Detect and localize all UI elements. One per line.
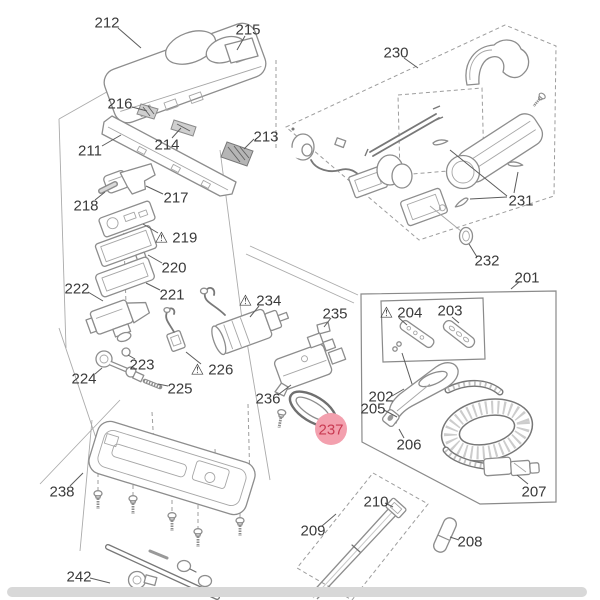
part-220-frame <box>94 225 158 267</box>
part-213-filter-pad <box>220 141 254 167</box>
part-label-212[interactable]: 212 <box>94 14 119 31</box>
part-label-224[interactable]: 224 <box>71 370 96 387</box>
part-202-handle <box>381 362 459 428</box>
part-232-ring <box>458 226 474 246</box>
part-218-pin <box>98 181 118 194</box>
part-label-209[interactable]: 209 <box>300 522 325 539</box>
part-label-230[interactable]: 230 <box>383 44 408 61</box>
part-label-236[interactable]: 236 <box>255 390 280 407</box>
part-label-242[interactable]: 242 <box>66 568 91 585</box>
part-label-207[interactable]: 207 <box>521 483 546 500</box>
part-235-clip <box>316 321 331 335</box>
part-label-237[interactable]: 237 <box>318 421 343 438</box>
part-label-220[interactable]: 220 <box>161 259 186 276</box>
part-label-215[interactable]: 215 <box>235 21 260 38</box>
part-236-gearbox <box>273 332 347 397</box>
part-238-base <box>88 420 256 549</box>
part-224-roller <box>95 350 145 383</box>
part-labels: 212 215 230 216 211 214 213 217 218 ⚠ 219 220 221 22… <box>49 14 546 585</box>
part-label-218[interactable]: 218 <box>73 197 98 214</box>
part-206-endcap <box>381 409 400 428</box>
part-label-217[interactable]: 217 <box>163 189 188 206</box>
part-207-connector <box>483 456 540 477</box>
part-label-210[interactable]: 210 <box>363 493 388 510</box>
part-222-bracket <box>85 299 151 343</box>
part-214-strip <box>170 119 197 137</box>
horizontal-scrollbar[interactable] <box>7 587 587 597</box>
part-label-231[interactable]: 231 <box>508 192 533 209</box>
part-211-bumper-rail <box>101 115 237 197</box>
part-226-connector <box>163 306 186 352</box>
part-label-214[interactable]: 214 <box>154 136 179 153</box>
part-242-brush-end <box>127 570 158 590</box>
part-label-221[interactable]: 221 <box>159 286 184 303</box>
part-label-202[interactable]: 202 <box>368 388 393 405</box>
part-label-201[interactable]: 201 <box>514 269 539 286</box>
part-234-motor <box>199 287 290 356</box>
part-label-232[interactable]: 232 <box>474 252 499 269</box>
part-label-223[interactable]: 223 <box>129 356 154 373</box>
part-label-225[interactable]: 225 <box>167 380 192 397</box>
part-label-216[interactable]: 216 <box>107 95 132 112</box>
part-236-screw <box>273 407 288 430</box>
part-225-spring <box>142 378 163 390</box>
leader-lines <box>69 27 529 584</box>
part-label-203[interactable]: 203 <box>437 302 462 319</box>
part-label-213[interactable]: 213 <box>253 128 278 145</box>
part-label-235[interactable]: 235 <box>322 305 347 322</box>
part-hose <box>440 380 534 470</box>
part-label-204[interactable]: ⚠ 204 <box>380 304 423 321</box>
part-label-238[interactable]: 238 <box>49 483 74 500</box>
part-223-ball <box>121 347 131 357</box>
part-204-strip <box>392 319 435 352</box>
part-208-crevice-tool <box>433 517 457 553</box>
part-label-234[interactable]: ⚠ 234 <box>239 292 282 309</box>
part-rollers <box>176 559 213 588</box>
part-230-assembly <box>288 39 548 246</box>
part-210-wand <box>308 497 407 600</box>
group-box-201 <box>360 290 557 505</box>
part-label-208[interactable]: 208 <box>457 533 482 550</box>
part-203-strip <box>442 319 476 349</box>
part-label-219[interactable]: ⚠ 219 <box>155 229 198 246</box>
part-219-tray <box>98 200 156 238</box>
part-label-206[interactable]: 206 <box>396 436 421 453</box>
part-221-frame <box>95 256 155 298</box>
part-label-205[interactable]: 205 <box>360 400 385 417</box>
highlighted-part-marker[interactable] <box>315 413 347 445</box>
group-box-209 <box>296 472 429 600</box>
part-217-latch <box>103 163 156 195</box>
part-label-226[interactable]: ⚠ 226 <box>191 361 234 378</box>
part-label-222[interactable]: 222 <box>64 280 89 297</box>
part-216-pad <box>136 103 159 120</box>
part-label-211[interactable]: 211 <box>78 142 102 159</box>
